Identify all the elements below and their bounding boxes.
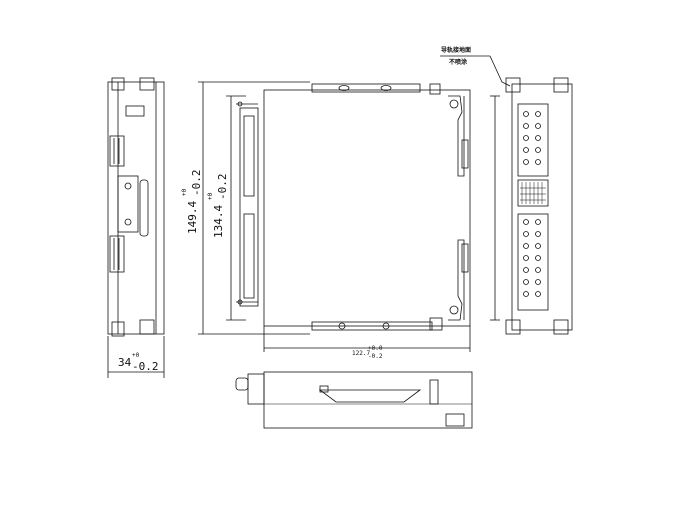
top-rail	[311, 83, 421, 93]
bottom-latch	[111, 321, 125, 337]
front-view: 149.4 +0 -0.2 134.4 +0 -0.2	[181, 81, 471, 360]
plan-latch	[235, 377, 249, 391]
left-side-view: 34 +0 -0.2	[107, 77, 165, 378]
pin-header	[517, 179, 549, 207]
plan-corner-block	[445, 413, 465, 427]
rear-top-latch-right	[553, 77, 569, 93]
pin-header-grid	[520, 182, 546, 204]
width-tol-upper: +0	[132, 352, 140, 359]
center-plate	[117, 175, 139, 233]
upper-latch-profile	[448, 95, 465, 177]
connector-block-upper	[243, 115, 255, 197]
width-value: 34	[118, 356, 132, 369]
side-slot	[139, 179, 149, 237]
width-tol-lower: -0.2	[132, 360, 159, 373]
outer-height-tol-lower: -0.2	[190, 170, 203, 197]
outer-height-tol-upper: +0	[181, 188, 188, 196]
top-tab	[125, 105, 145, 117]
left-view-outline	[107, 81, 165, 335]
upper-terminal-grid	[523, 111, 541, 165]
depth-tol-upper: +0.0	[368, 345, 383, 352]
upper-rail-groove	[109, 135, 125, 167]
inner-height-tol-lower: -0.2	[216, 174, 229, 201]
screw-icon	[124, 218, 132, 226]
module-body	[263, 89, 471, 327]
note-line-2: 不喷涂	[449, 58, 467, 66]
bottom-rail	[311, 321, 433, 331]
lower-rail-groove	[109, 235, 125, 273]
note-line-1: 导轨接地面	[441, 46, 471, 54]
upper-terminal-block	[517, 103, 549, 177]
rear-view: 导轨接地面 不喷涂	[440, 46, 573, 335]
rear-outline	[511, 83, 573, 331]
connector-strip	[239, 107, 259, 307]
top-clip	[139, 77, 155, 91]
rear-top-latch-left	[505, 77, 521, 93]
rear-bottom-latch-left	[505, 319, 521, 335]
plan-body	[263, 371, 473, 429]
top-latch	[111, 77, 125, 91]
lower-terminal-grid	[523, 219, 541, 297]
plan-connector	[247, 373, 265, 405]
lower-hook	[461, 243, 469, 273]
lower-latch-profile	[448, 239, 465, 321]
screw-icon	[449, 99, 459, 109]
bottom-plan-view	[235, 371, 473, 429]
bottom-right-clip	[429, 317, 443, 331]
inner-height-value: 134.4	[212, 205, 225, 238]
connector-block-lower	[243, 213, 255, 299]
screw-icon	[338, 322, 346, 330]
rail-slot-icon	[380, 85, 392, 91]
lower-terminal-block	[517, 213, 549, 311]
top-right-clip	[429, 83, 441, 95]
inner-height-tol-upper: +0	[207, 192, 214, 200]
screw-icon	[382, 322, 390, 330]
rail-slot-icon	[338, 85, 350, 91]
depth-tol-lower: -0.2	[368, 353, 383, 360]
outer-height-value: 149.4	[186, 201, 199, 234]
rear-bottom-latch-right	[553, 319, 569, 335]
depth-value: 122.7	[352, 350, 370, 357]
screw-icon	[449, 305, 459, 315]
screw-icon	[124, 182, 132, 190]
plan-side-clip	[429, 379, 439, 405]
plan-rail-slot	[318, 389, 422, 403]
upper-hook	[461, 139, 469, 169]
bottom-clip	[139, 319, 155, 335]
note-leader	[489, 55, 511, 87]
